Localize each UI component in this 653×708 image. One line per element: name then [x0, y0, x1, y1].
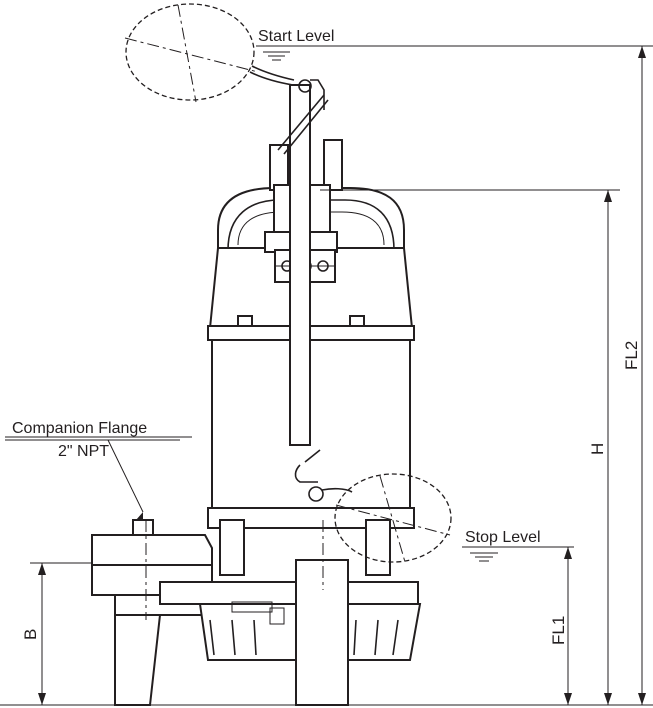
start-level-label: Start Level: [258, 28, 334, 45]
dimension-fl2-label: FL2: [622, 341, 641, 370]
flange-size-label: 2" NPT: [58, 443, 109, 460]
discharge-elbow: [91, 512, 213, 706]
stop-level-label: Stop Level: [465, 529, 541, 546]
dimension-h-label: H: [588, 443, 607, 455]
upper-float-switch: [124, 3, 295, 103]
dimension-fl1-label: FL1: [549, 616, 568, 645]
companion-flange-label: Companion Flange: [12, 420, 147, 437]
start-level-marker: Start Level: [256, 28, 653, 61]
companion-flange-callout: Companion Flange 2" NPT: [5, 420, 192, 513]
dimension-fl2: FL2: [622, 46, 646, 705]
dimension-fl1: FL1: [549, 547, 572, 705]
lower-float-switch: [294, 449, 452, 563]
dimension-b-label: B: [21, 629, 40, 640]
dimension-h: H: [320, 189, 620, 705]
pump-base: [159, 520, 422, 706]
dimension-b: B: [21, 562, 92, 705]
pump-body: [207, 139, 415, 576]
float-rod: [277, 79, 329, 446]
stop-level-marker: Stop Level: [462, 529, 574, 562]
